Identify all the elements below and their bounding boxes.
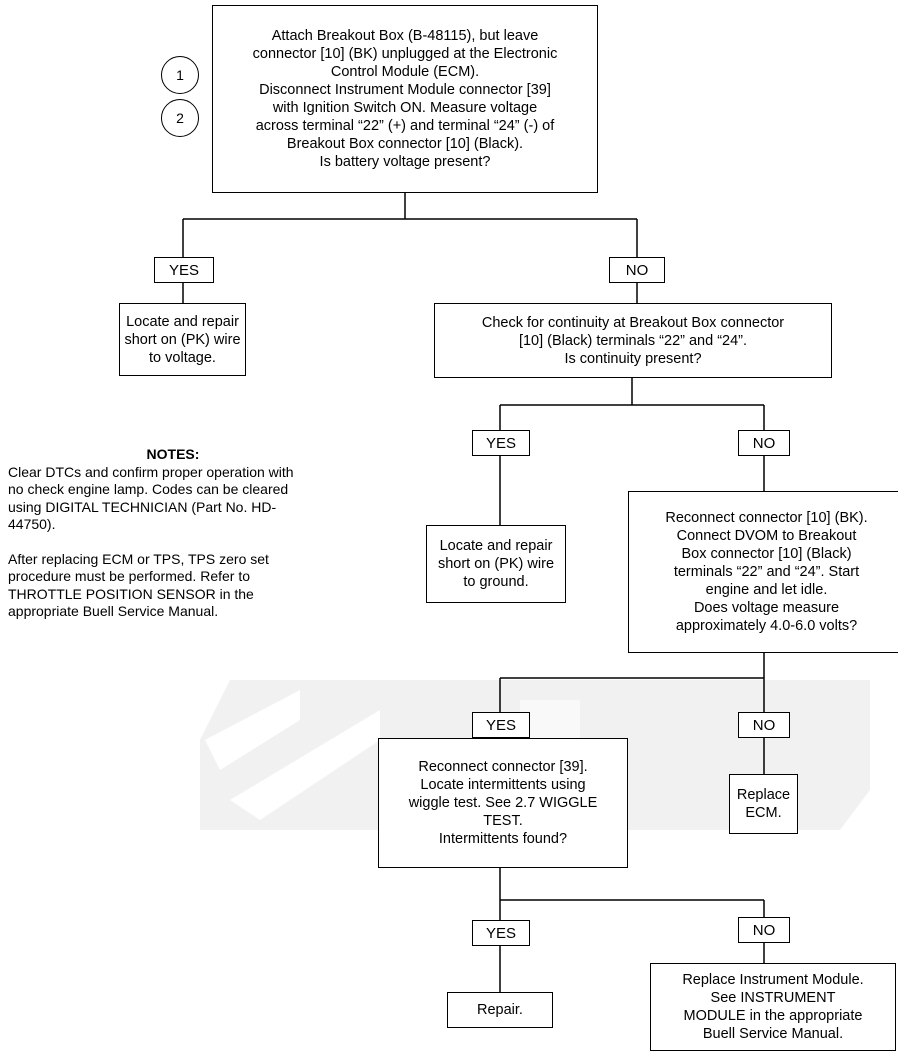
notes-paragraph-1: Clear DTCs and confirm proper operation … — [8, 463, 294, 533]
replace-ecm-box: Replace ECM. — [729, 774, 798, 834]
reconnect-dvom-box: Reconnect connector [10] (BK). Connect D… — [628, 491, 898, 653]
no-tag-1: NO — [609, 257, 665, 283]
short-to-voltage-box: Locate and repair short on (PK) wire to … — [119, 303, 246, 376]
no-tag-3: NO — [738, 712, 790, 738]
step-marker-2: 2 — [161, 99, 199, 137]
notes-paragraph-2: After replacing ECM or TPS, TPS zero set… — [8, 550, 269, 620]
replace-instrument-module-box: Replace Instrument Module. See INSTRUMEN… — [650, 963, 896, 1051]
wiggle-test-box: Reconnect connector [39]. Locate intermi… — [378, 738, 628, 868]
no-tag-2: NO — [738, 430, 790, 456]
yes-tag-3: YES — [472, 712, 530, 738]
start-step-box: Attach Breakout Box (B-48115), but leave… — [212, 5, 598, 193]
yes-tag-2: YES — [472, 430, 530, 456]
repair-box: Repair. — [447, 992, 553, 1028]
yes-tag-1: YES — [154, 257, 214, 283]
notes-title: NOTES: — [146, 446, 200, 462]
no-tag-4: NO — [738, 917, 790, 943]
step-marker-1: 1 — [161, 56, 199, 94]
notes-block: NOTES: Clear DTCs and confirm proper ope… — [8, 446, 308, 638]
yes-tag-4: YES — [472, 920, 530, 946]
short-to-ground-box: Locate and repair short on (PK) wire to … — [426, 525, 566, 603]
continuity-check-box: Check for continuity at Breakout Box con… — [434, 303, 832, 378]
